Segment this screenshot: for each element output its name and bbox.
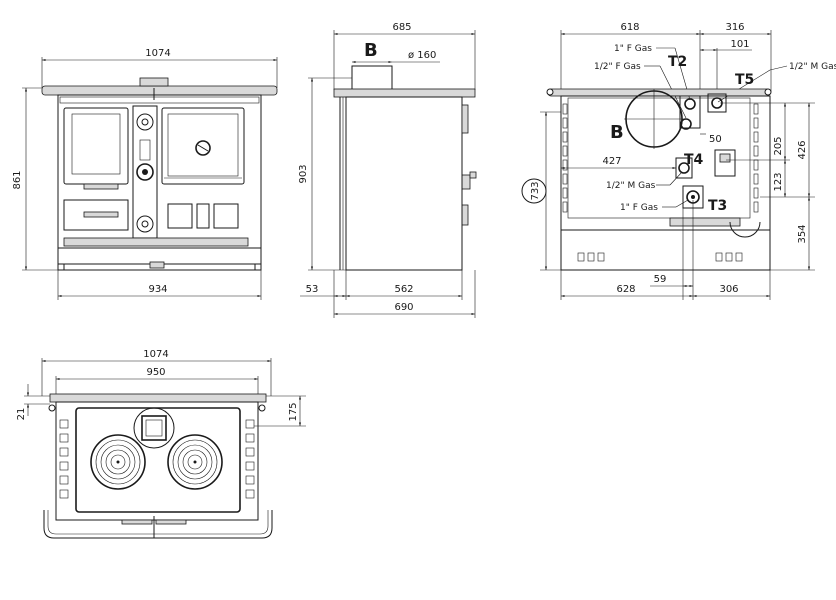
flue-diameter-dimension: ø 160: [352, 50, 440, 64]
top-flue-opening: [141, 415, 167, 441]
dim-733-label: 733: [530, 181, 541, 200]
side-height-label: 903: [298, 164, 309, 183]
side-base-dimensions: 53 562 690: [300, 270, 476, 318]
t4-marker: T4: [684, 152, 704, 168]
t2-fitting-lower: [680, 118, 692, 130]
top-width-inner-label: 950: [146, 367, 165, 378]
top-right-dimension: 175: [254, 395, 306, 427]
left-hotplate: [90, 434, 146, 490]
side-stove-body: [333, 88, 477, 271]
side-base-offset-label: 53: [306, 284, 319, 295]
side-height-dimension: 903: [298, 77, 352, 271]
rear-bottom-dimensions: 59 628 306: [560, 197, 771, 300]
side-view: 685 B ø 160 903: [298, 22, 477, 318]
dim-123-label: 123: [773, 172, 784, 191]
right-hotplate: [167, 434, 223, 490]
side-total-depth-label: 690: [394, 302, 413, 313]
dim-628-label: 628: [616, 284, 635, 295]
t3-callout: 1" F Gas T3: [620, 198, 727, 214]
rear-right-vents: [753, 103, 759, 213]
t4-gas-label: 1/2" M Gas: [606, 181, 656, 191]
t2-gas-1-label: 1" F Gas: [614, 44, 652, 54]
dim-306-label: 306: [719, 284, 738, 295]
front-height-dimension: 861: [12, 87, 58, 271]
t2-callout: 1" F Gas 1/2" F Gas T2: [594, 44, 691, 119]
top-view: 1074 950 21 175: [16, 349, 306, 539]
t4-fitting: [678, 162, 690, 174]
dim-175-label: 175: [288, 402, 299, 421]
rear-width-right-label: 316: [725, 22, 744, 33]
front-width-label: 1074: [145, 48, 170, 59]
t5-marker: T5: [735, 72, 754, 88]
front-stove-body: [41, 77, 278, 271]
t3-marker: T3: [708, 198, 727, 214]
t5-callout: T5 1/2" M Gas: [717, 62, 836, 103]
top-flue-ring: [133, 407, 175, 449]
rear-offset-101-label: 101: [730, 39, 749, 50]
dim-427: 427: [561, 156, 676, 170]
rear-width-left-label: 618: [620, 22, 639, 33]
side-depth-dimension: 685: [333, 22, 476, 90]
front-height-label: 861: [12, 170, 23, 189]
t3-gas-label: 1" F Gas: [620, 203, 658, 213]
dim-205-label: 205: [773, 136, 784, 155]
top-width-dimensions: 1074 950: [41, 349, 272, 396]
front-width-dimension: 1074: [41, 48, 278, 88]
dim-21-label: 21: [16, 408, 27, 421]
rear-view: 618 316 101 1" F Gas 1/2" F Gas T2 T5 1/…: [521, 22, 836, 300]
side-base-depth-label: 562: [394, 284, 413, 295]
rear-stove-body: [546, 88, 772, 271]
top-width-total-label: 1074: [143, 349, 168, 360]
side-flue-marker: B: [364, 40, 378, 61]
dim-426-label: 426: [797, 140, 808, 159]
side-depth-label: 685: [392, 22, 411, 33]
top-left-dimension: 21: [16, 384, 50, 420]
rear-left-vents: [562, 103, 568, 213]
t2-fitting-upper: [684, 98, 696, 110]
front-view: 1074 861: [12, 48, 278, 300]
front-base-label: 934: [148, 284, 167, 295]
rear-top-dimensions: 618 316 101: [560, 22, 772, 96]
t4-callout: 1/2" M Gas: [606, 171, 683, 191]
t5-gas-label: 1/2" M Gas: [789, 62, 836, 72]
dim-354-label: 354: [797, 224, 808, 243]
top-stove-body: [43, 393, 273, 539]
top-left-fins: [59, 419, 69, 499]
top-right-fins: [245, 419, 255, 499]
dim-59-label: 59: [654, 274, 667, 285]
flue-diameter-label: ø 160: [408, 50, 436, 61]
front-base-dimension: 934: [57, 270, 262, 300]
rear-right-vertical-dimensions: 205 123 426 354: [720, 102, 815, 271]
side-flue-pipe: [351, 65, 393, 91]
dim-733: 733: [521, 111, 561, 271]
t2-gas-half-label: 1/2" F Gas: [594, 62, 641, 72]
dim-427-label: 427: [602, 156, 621, 167]
t2-marker: T2: [668, 54, 687, 70]
dim-50-label: 50: [709, 134, 722, 145]
rear-flue-marker: B: [610, 122, 624, 143]
